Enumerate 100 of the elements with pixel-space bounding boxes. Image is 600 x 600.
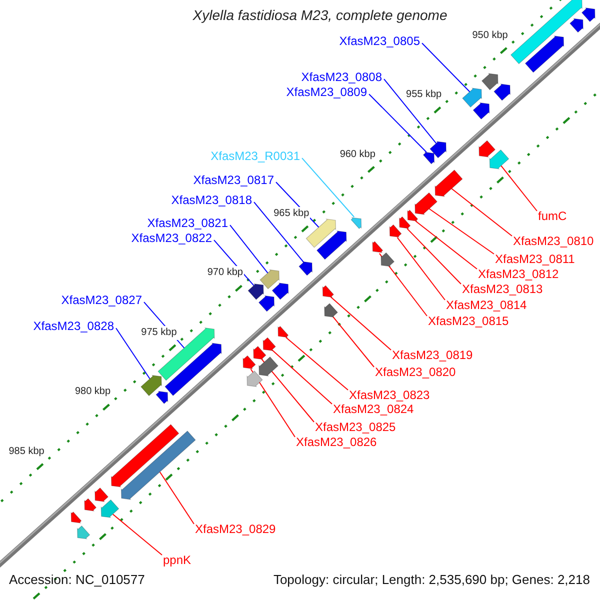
leader-line — [116, 328, 150, 380]
gene-label: XfasM23_0828 — [33, 319, 114, 333]
gene-bar — [430, 141, 446, 158]
gene-bar — [260, 269, 280, 290]
gene-label: XfasM23_0810 — [513, 234, 594, 248]
gene-label: XfasM23_0821 — [147, 216, 228, 230]
leader-line — [254, 202, 304, 263]
gene-bar — [120, 430, 196, 500]
gene-bar — [94, 488, 108, 502]
leader-line — [159, 472, 194, 524]
gene-bar — [156, 390, 168, 404]
gene-bar — [399, 216, 411, 229]
gene-bar — [478, 140, 496, 158]
gene-label: XfasM23_0826 — [296, 435, 377, 449]
gene-label: XfasM23_0822 — [131, 231, 212, 245]
leader-line — [428, 208, 494, 254]
leader-line — [368, 94, 427, 153]
leader-line — [230, 224, 268, 274]
gene-bar — [434, 170, 463, 197]
gene-bar — [158, 328, 215, 381]
scale-label: 965 kbp — [272, 207, 310, 222]
gene-label: XfasM23_0825 — [315, 420, 396, 434]
leader-line — [396, 236, 446, 300]
gene-bar — [489, 149, 510, 170]
gene-bar — [481, 73, 498, 90]
leader-line — [415, 220, 478, 270]
leader-line — [451, 188, 512, 236]
gene-bar — [316, 230, 347, 260]
gene-label: XfasM23_0827 — [61, 293, 142, 307]
gene-label: XfasM23_0811 — [495, 252, 575, 266]
scale-label: 950 kbp — [471, 28, 509, 43]
scale-label: 985 kbp — [8, 444, 46, 459]
gene-bar — [258, 356, 278, 376]
gene-label: XfasM23_0805 — [339, 34, 420, 48]
leader-line — [330, 296, 392, 350]
gene-bar — [70, 512, 82, 524]
leader-line — [272, 349, 332, 404]
gene-bar — [242, 355, 256, 370]
gene-bar — [414, 192, 438, 215]
leader-line — [302, 158, 355, 218]
leader-line — [250, 368, 296, 438]
genome-stats-note: Topology: circular; Length: 2,535,690 bp; Genes: 2,218 — [273, 573, 590, 587]
gene-bar — [278, 326, 289, 338]
gene-label: XfasM23_0808 — [301, 70, 382, 84]
gene-bar — [298, 261, 312, 276]
gene-bar — [462, 88, 482, 108]
leader-line — [422, 42, 470, 92]
gene-label: XfasM23_0819 — [392, 348, 473, 362]
scale-label: 960 kbp — [338, 148, 376, 162]
gene-bar — [510, 0, 582, 64]
gene-bar — [324, 303, 338, 318]
leader-line — [406, 228, 462, 284]
title: Xylella fastidiosa M23, complete genome — [192, 7, 448, 23]
gene-label: XfasM23_0814 — [446, 298, 527, 312]
gene-label: XfasM23_0824 — [333, 402, 414, 416]
gene-bar — [372, 241, 384, 253]
gene-bar — [253, 346, 266, 360]
gene-bar — [164, 342, 222, 396]
gene-bar — [140, 374, 162, 396]
gene-label: XfasM23_0815 — [428, 314, 509, 328]
leader-line — [378, 252, 428, 316]
gene-label: XfasM23_0823 — [349, 388, 430, 402]
leader-line — [384, 78, 437, 144]
leader-line — [500, 165, 538, 212]
gene-bar — [422, 152, 435, 164]
gene-bar — [84, 498, 97, 512]
gene-bar — [258, 295, 275, 312]
gene-bar — [524, 36, 564, 73]
gene-bar — [248, 283, 264, 300]
gene-label: XfasM23_0809 — [286, 85, 367, 99]
gene-label: XfasM23_0829 — [195, 522, 276, 536]
gene-bar — [111, 424, 180, 488]
gene-bar — [350, 217, 362, 230]
gene-bar — [407, 210, 418, 222]
gene-bar — [380, 252, 395, 267]
scale-label: 975 kbp — [140, 326, 178, 340]
accession-note: Accession: NC_010577 — [9, 573, 145, 587]
scale-label: 970 kbp — [206, 266, 244, 280]
gene-bar — [581, 8, 596, 22]
gene-label: XfasM23_0818 — [171, 193, 252, 207]
scale-label: 955 kbp — [405, 88, 443, 102]
gene-label: XfasM23_0820 — [375, 365, 456, 379]
gene-bar — [494, 84, 510, 101]
leader-line — [332, 316, 374, 368]
gene-bar — [570, 18, 584, 33]
gene-label: ppnK — [163, 553, 192, 567]
leader-line — [112, 514, 162, 556]
gene-bar — [77, 525, 90, 540]
leader-line — [285, 336, 348, 390]
scale-label: 980 kbp — [74, 385, 112, 400]
gene-label: XfasM23_0813 — [462, 282, 543, 296]
gene-bar — [246, 370, 263, 388]
gene-bar — [262, 337, 276, 352]
gene-bar — [272, 282, 289, 300]
gene-label: XfasM23_0812 — [478, 267, 559, 281]
gene-label: XfasM23_R0031 — [210, 149, 300, 163]
gene-bar — [389, 224, 402, 238]
leader-line — [261, 358, 314, 422]
gene-bar — [100, 499, 120, 518]
gene-bar — [322, 285, 334, 298]
